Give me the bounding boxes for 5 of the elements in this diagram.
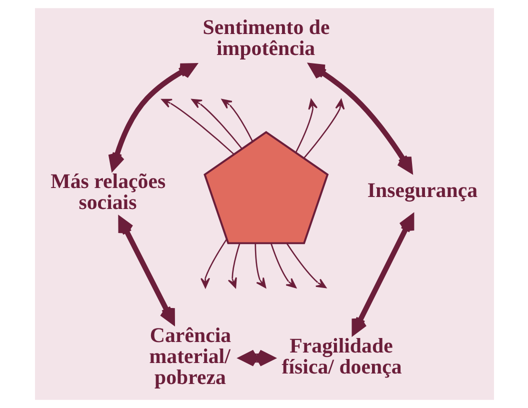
- node-text: Carência material/ pobreza: [148, 323, 231, 389]
- node-text: Sentimento de impotência: [202, 14, 330, 60]
- node-text: Fragilidade física/ doença: [281, 334, 402, 378]
- node-text: Insegurança: [366, 178, 478, 202]
- node-text: Más relações sociais: [50, 169, 166, 214]
